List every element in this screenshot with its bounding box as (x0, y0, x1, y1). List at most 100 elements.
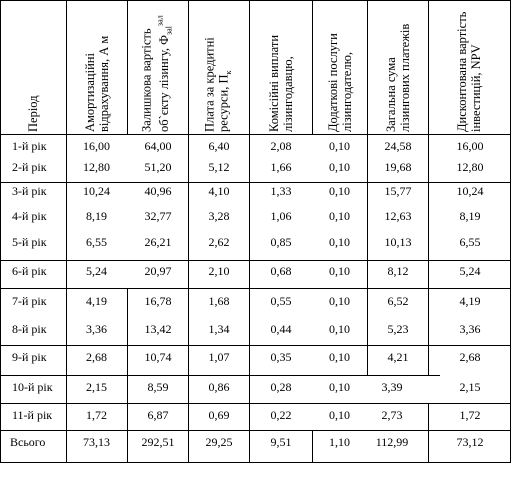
rule-bottom (0, 462, 511, 463)
header-extra-text: Додаткові послуги лізингодателю, (325, 33, 354, 132)
cell-period: 11-й рік (12, 408, 53, 422)
cell-total: 5,23 (387, 322, 409, 336)
cell-period: 8-й рік (12, 322, 47, 336)
cell-extra: 0,10 (329, 322, 350, 336)
cell-residual: 16,78 (144, 294, 172, 308)
rule-after-amort-lower (127, 288, 128, 462)
rule-after-extra (367, 0, 368, 375)
cell-credit: 0,69 (208, 408, 230, 422)
cell-period: 1-й рік (12, 139, 47, 153)
cell-extra: 0,10 (329, 294, 350, 308)
rule-after-amort (127, 0, 128, 134)
cell-extra: 0,10 (329, 264, 350, 278)
cell-amort: 10,24 (83, 184, 110, 198)
rule-after-period (66, 0, 67, 462)
cell-extra: 0,10 (329, 408, 350, 422)
rule-after-total-lower (428, 403, 429, 462)
cell-amort: 12,80 (83, 160, 110, 174)
cell-commission: 1,33 (270, 184, 292, 198)
rule-after-row6 (0, 288, 511, 289)
cell-commission: 0,22 (270, 408, 292, 422)
cell-residual: 292,51 (141, 435, 175, 449)
rule-after-credit (249, 0, 250, 462)
cell-amort: 73,13 (83, 435, 110, 449)
cell-commission: 0,68 (270, 264, 292, 278)
cell-npv: 12,80 (456, 160, 484, 174)
cell-residual: 6,87 (147, 408, 169, 422)
cell-total: 10,13 (384, 235, 412, 249)
rule-after-row2 (0, 182, 511, 183)
rule-after-row10 (0, 403, 511, 404)
cell-total: 4,21 (387, 350, 409, 364)
header-npv: Дисконтована вартість інвестицій, NPV (428, 2, 510, 134)
cell-total: 6,52 (387, 294, 409, 308)
header-amort-text: Амортизаційні відрахування, А м (82, 35, 111, 132)
cell-residual: 13,42 (144, 322, 172, 336)
rule-after-row9 (0, 375, 440, 376)
header-amort: Амортизаційні відрахування, А м (66, 2, 127, 134)
cell-amort: 5,24 (86, 264, 107, 278)
rule-after-total (428, 0, 429, 375)
cell-extra: 0,10 (329, 209, 350, 223)
header-total: Загальна сума лізингових платежів (367, 2, 428, 134)
header-credit: Плата за кредитні ресурси, Пк (188, 2, 249, 134)
rule-after-residual (188, 0, 189, 462)
cell-residual: 10,74 (144, 350, 172, 364)
cell-npv: 10,24 (456, 184, 484, 198)
header-residual-sub: заl (163, 26, 173, 35)
cell-amort: 2,15 (86, 380, 107, 394)
cell-residual: 8,59 (147, 380, 169, 394)
cell-period: 2-й рік (12, 160, 47, 174)
cell-total: 112,99 (375, 435, 409, 449)
cell-npv: 4,19 (459, 294, 481, 308)
cell-extra: 0,10 (329, 184, 350, 198)
cell-npv: 16,00 (456, 139, 484, 153)
cell-commission: 1,06 (270, 209, 292, 223)
rule-after-commission (312, 0, 313, 134)
cell-commission: 0,35 (270, 350, 292, 364)
cell-commission: 0,85 (270, 235, 292, 249)
cell-npv: 3,36 (459, 322, 481, 336)
cell-commission: 0,55 (270, 294, 292, 308)
cell-period: 7-й рік (12, 294, 47, 308)
cell-credit: 1,07 (208, 350, 230, 364)
cell-credit: 1,34 (208, 322, 230, 336)
cell-credit: 5,12 (208, 160, 230, 174)
cell-amort: 2,68 (86, 350, 107, 364)
header-residual-sup: зал (155, 15, 165, 27)
rule-left (0, 0, 1, 462)
cell-credit: 4,10 (208, 184, 230, 198)
cell-amort: 4,19 (86, 294, 107, 308)
cell-total: 8,12 (387, 264, 409, 278)
header-residual: Залишкова вартість об`єкту лізингу, Фзаl… (127, 2, 188, 134)
rule-after-row5 (0, 260, 511, 261)
cell-residual: 40,96 (144, 184, 172, 198)
cell-extra: 0,10 (329, 139, 350, 153)
header-commission: Комісійні виплати лізингодавцю, (249, 2, 312, 134)
cell-period: 9-й рік (12, 350, 47, 364)
cell-total: 3,39 (381, 380, 403, 394)
cell-period: 6-й рік (12, 264, 47, 278)
cell-period: 5-й рік (12, 235, 47, 249)
cell-total: 15,77 (384, 184, 412, 198)
cell-total: 2,73 (381, 408, 403, 422)
cell-credit: 1,68 (208, 294, 230, 308)
cell-credit: 29,25 (205, 435, 233, 449)
cell-amort: 16,00 (83, 139, 110, 153)
cell-commission: 9,51 (270, 435, 292, 449)
cell-total: 12,63 (384, 209, 412, 223)
cell-commission: 1,66 (270, 160, 292, 174)
cell-npv: 8,19 (459, 209, 481, 223)
cell-npv: 1,72 (459, 408, 481, 422)
header-extra: Додаткові послуги лізингодателю, (312, 2, 367, 134)
rule-after-commission-lower (312, 430, 313, 462)
header-residual-text: Залишкова вартість об`єкту лізингу, Ф (139, 28, 171, 132)
header-commission-text: Комісійні виплати лізингодавцю, (266, 34, 295, 132)
cell-amort: 3,36 (86, 322, 107, 336)
cell-residual: 20,97 (144, 264, 172, 278)
header-credit-sub: к (223, 70, 233, 75)
header-period: Період (0, 2, 66, 134)
cell-npv: 2,15 (459, 380, 481, 394)
cell-credit: 2,62 (208, 235, 230, 249)
cell-residual: 26,21 (144, 235, 172, 249)
